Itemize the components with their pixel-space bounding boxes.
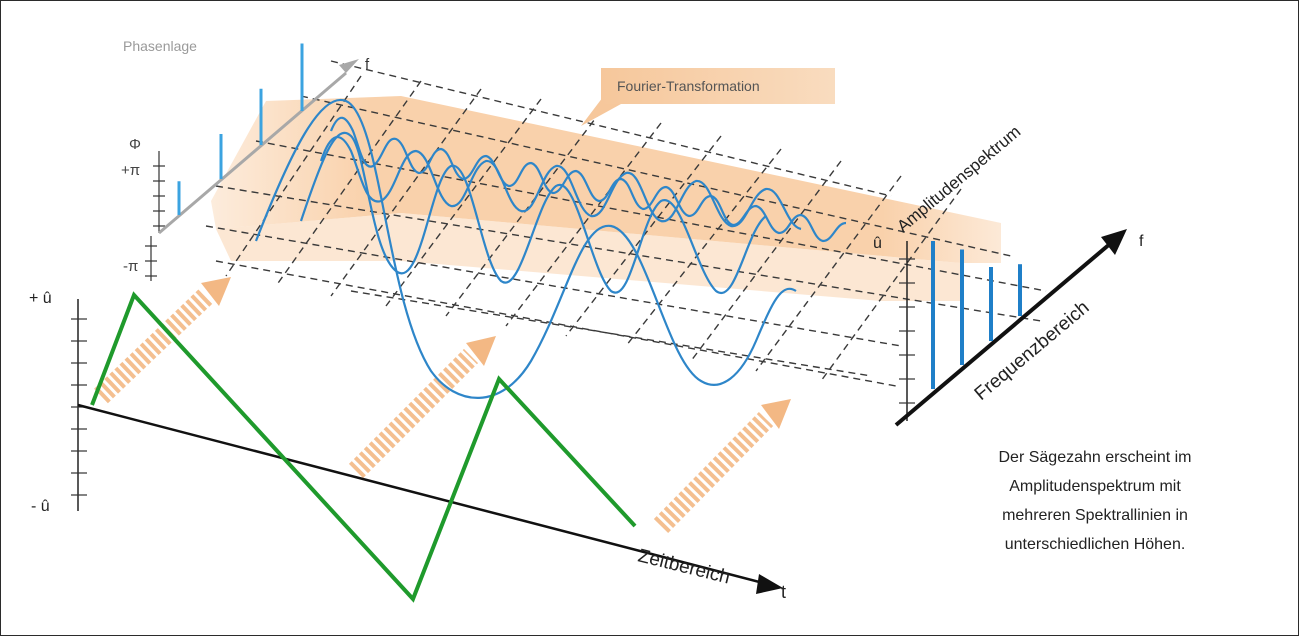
transformation-arrows [94,277,791,534]
plus-u-label: + û [29,290,52,307]
frequency-axis [894,241,1113,427]
phase-axis [145,59,359,281]
fourier-plane-lower [216,213,961,301]
phase-axis-arrowhead [339,59,359,73]
fourier-plane [211,96,1001,263]
time-axes [71,299,783,594]
amplitude-spectrum-axes [894,229,1127,427]
frequency-axis-arrowhead [1101,229,1127,255]
u-hat-label: û [873,235,882,252]
second-harmonic-wave [299,131,767,295]
spectral-lines [931,241,1022,389]
freq-f-label: f [1139,233,1144,250]
caption-line-2: Amplitudenspektrum mit [1009,478,1181,495]
sine-components [254,98,847,399]
fourth-harmonic-wave [329,116,847,243]
fourier-callout: Fourier-Transformation [581,68,835,126]
minus-u-label: - û [31,498,50,515]
fourier-label: Fourier-Transformation [617,78,760,94]
caption-line-1: Der Sägezahn erscheint im [999,449,1192,466]
caption-line-3: mehreren Spektrallinien in [1002,507,1188,524]
third-harmonic-wave [319,136,802,231]
phasenlage-label: Phasenlage [123,38,197,54]
sawtooth-signal [90,291,637,603]
fundamental-wave [254,98,797,399]
plus-pi-label: +π [121,162,140,179]
caption-line-4: unterschiedlichen Höhen. [1005,536,1186,553]
time-axis [77,403,768,586]
time-axis-arrowhead [756,574,783,594]
phase-lines [177,43,304,215]
phase-f-label: f [365,56,370,73]
time-t-label: t [781,582,786,602]
zeitbereich-label: Zeitbereich [636,545,732,588]
minus-pi-label: -π [123,258,138,275]
caption: Der Sägezahn erscheint im Amplitudenspek… [999,449,1192,553]
callout-box [601,68,835,104]
phi-label: Φ [129,136,141,153]
